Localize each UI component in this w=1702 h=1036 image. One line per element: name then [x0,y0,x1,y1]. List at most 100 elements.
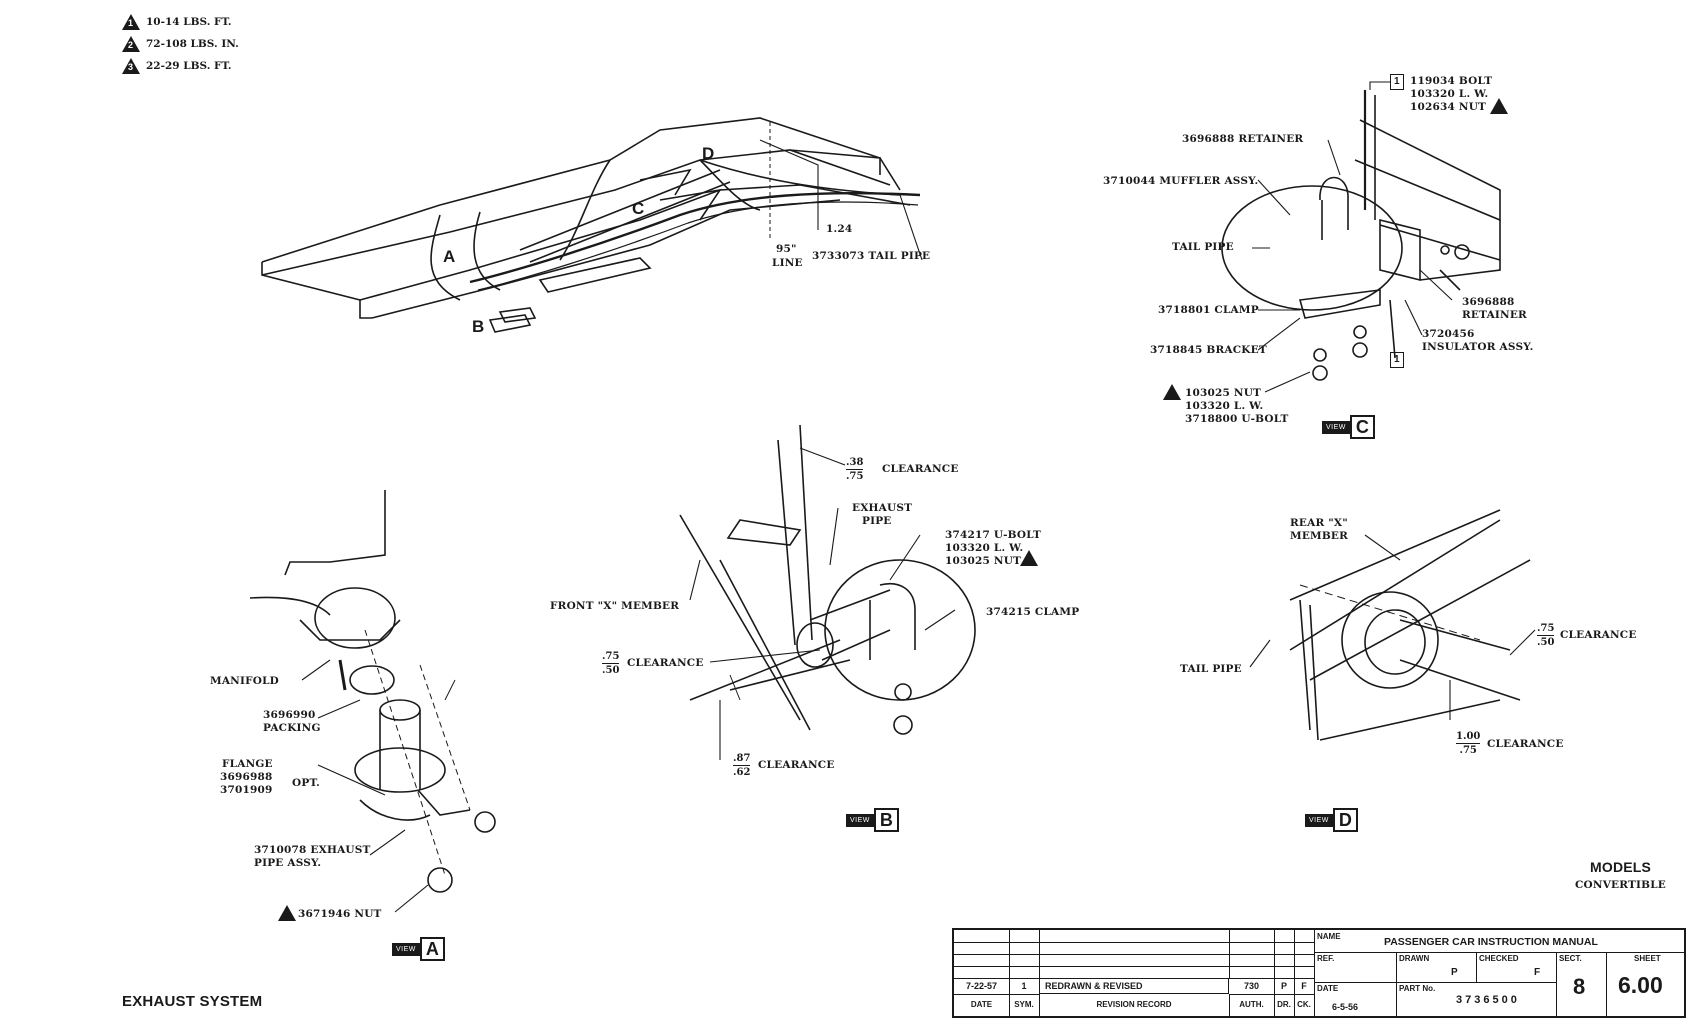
rear-x-member-label-line2: MEMBER [1290,530,1349,542]
warning-triangle-icon [1163,384,1181,400]
view-b-illustration [679,424,976,735]
view-letter: A [419,937,445,961]
drawn-value: P [1451,967,1458,978]
bracket-label: 3718845 BRACKET [1150,344,1267,356]
date-label: DATE [1317,984,1339,993]
sect-label: SECT. [1559,954,1582,963]
packing-part-number: 3696990 [263,709,316,721]
flange-part-number: 3696988 [220,771,273,783]
torque-legend-item: 1 10-14 LBS. FT. [122,14,232,30]
part-cell: PART No. 3736500 [1396,982,1557,1017]
bolt-label: 119034 BOLT [1410,75,1493,87]
chassis-frame-illustration [261,117,921,333]
u-bolt-label: 3718800 U-BOLT [1185,413,1289,425]
view-a-tag: VIEW A [392,937,445,961]
section-title: EXHAUST SYSTEM [122,993,263,1010]
view-word: VIEW [1305,813,1333,827]
revision-checked: F [1294,978,1315,995]
view-a-illustration [249,490,496,893]
optional-label: OPT. [292,777,320,789]
view-c-tag: VIEW C [1322,415,1375,439]
packing-label: PACKING [263,722,321,734]
sheet-value: 6.00 [1618,972,1663,998]
clearance-fraction: .38.75 [846,457,864,482]
retainer-label: 3696888 RETAINER [1182,133,1304,145]
name-label: NAME [1317,932,1341,941]
view-word: VIEW [1322,420,1350,434]
revision-drawn: P [1274,978,1295,995]
torque-spec-text: 10-14 LBS. FT. [146,16,232,28]
header-checked: CK. [1294,994,1315,1017]
lock-washer-label: 103320 L. W. [1410,88,1489,100]
insulator-label: INSULATOR ASSY. [1422,341,1534,353]
view-c-illustration [1221,90,1501,381]
u-bolt-label: 374217 U-BOLT [945,529,1041,541]
tail-pipe-label: TAIL PIPE [1172,241,1234,253]
torque-spec-text: 72-108 LBS. IN. [146,38,239,50]
clearance-label: CLEARANCE [758,759,835,771]
line-label: LINE [772,257,803,269]
revision-auth: 730 [1229,978,1275,995]
exhaust-pipe-label: EXHAUST [852,502,913,514]
nut-label: 102634 NUT [1410,101,1487,113]
revision-symbol: 1 [1009,978,1040,995]
clearance-fraction: 1.00.75 [1456,731,1481,756]
checked-cell: CHECKED F [1476,952,1557,983]
nut-label: 103025 NUT [945,555,1022,567]
warning-triangle-icon: 2 [122,36,140,52]
view-letter: D [1332,808,1358,832]
torque-legend-item: 3 22-29 LBS. FT. [122,58,232,74]
clearance-label: CLEARANCE [627,657,704,669]
header-date: DATE [954,994,1010,1017]
line-95-label: 95" [776,243,797,255]
retainer-part-number: 3696888 [1462,296,1515,308]
name-cell: NAME PASSENGER CAR INSTRUCTION MANUAL [1314,930,1685,953]
clearance-label: CLEARANCE [882,463,959,475]
checked-value: F [1534,967,1541,978]
view-word: VIEW [846,813,874,827]
clearance-fraction: .87.62 [733,753,751,778]
header-revision-record: REVISION RECORD [1039,994,1230,1017]
torque-spec-text: 22-29 LBS. FT. [146,60,232,72]
view-marker-a: A [443,247,456,266]
clearance-label: CLEARANCE [1560,629,1637,641]
warning-triangle-icon [1020,550,1038,566]
date-value: 6-5-56 [1332,1002,1359,1012]
warning-triangle-icon: 3 [122,58,140,74]
warning-triangle-icon: 1 [122,14,140,30]
clearance-label: CLEARANCE [1487,738,1564,750]
clamp-label: 374215 CLAMP [986,606,1080,618]
sect-cell: SECT. 8 [1556,952,1607,1017]
view-marker-b: B [472,317,485,336]
leader-lines [301,81,1536,913]
view-letter: B [873,808,899,832]
flange-label: FLANGE [222,758,273,770]
exhaust-pipe-label-line2: PIPE ASSY. [254,857,322,869]
lock-washer-label: 103320 L. W. [945,542,1024,554]
clearance-fraction: .75.50 [602,651,620,676]
insulator-part-number: 3720456 [1422,328,1475,340]
drawn-cell: DRAWN P [1396,952,1477,983]
ref-label: REF. [1317,954,1335,963]
view-letter: C [1349,415,1375,439]
manifold-label: MANIFOLD [210,675,279,687]
lock-washer-label: 103320 L. W. [1185,400,1264,412]
part-label: PART No. [1399,984,1436,993]
dimension-label: 1.24 [826,223,853,235]
callout-number: 1 [1390,74,1404,90]
part-value: 3736500 [1456,994,1520,1006]
view-word: VIEW [392,942,420,956]
header-symbol: SYM. [1009,994,1040,1017]
ref-cell: REF. [1314,952,1397,983]
tail-pipe-label: TAIL PIPE [1180,663,1242,675]
revision-text: REDRAWN & REVISED [1039,978,1229,994]
view-b-tag: VIEW B [846,808,899,832]
tail-pipe-label: 3733073 TAIL PIPE [812,250,931,262]
rear-x-member-label: REAR "X" [1290,517,1348,529]
clearance-fraction: .75.50 [1537,623,1555,648]
nut-label: 103025 NUT [1185,387,1262,399]
sheet-label: SHEET [1634,954,1661,963]
view-marker-c: C [632,199,645,218]
sheet-cell: SHEET 6.00 [1606,952,1684,1017]
